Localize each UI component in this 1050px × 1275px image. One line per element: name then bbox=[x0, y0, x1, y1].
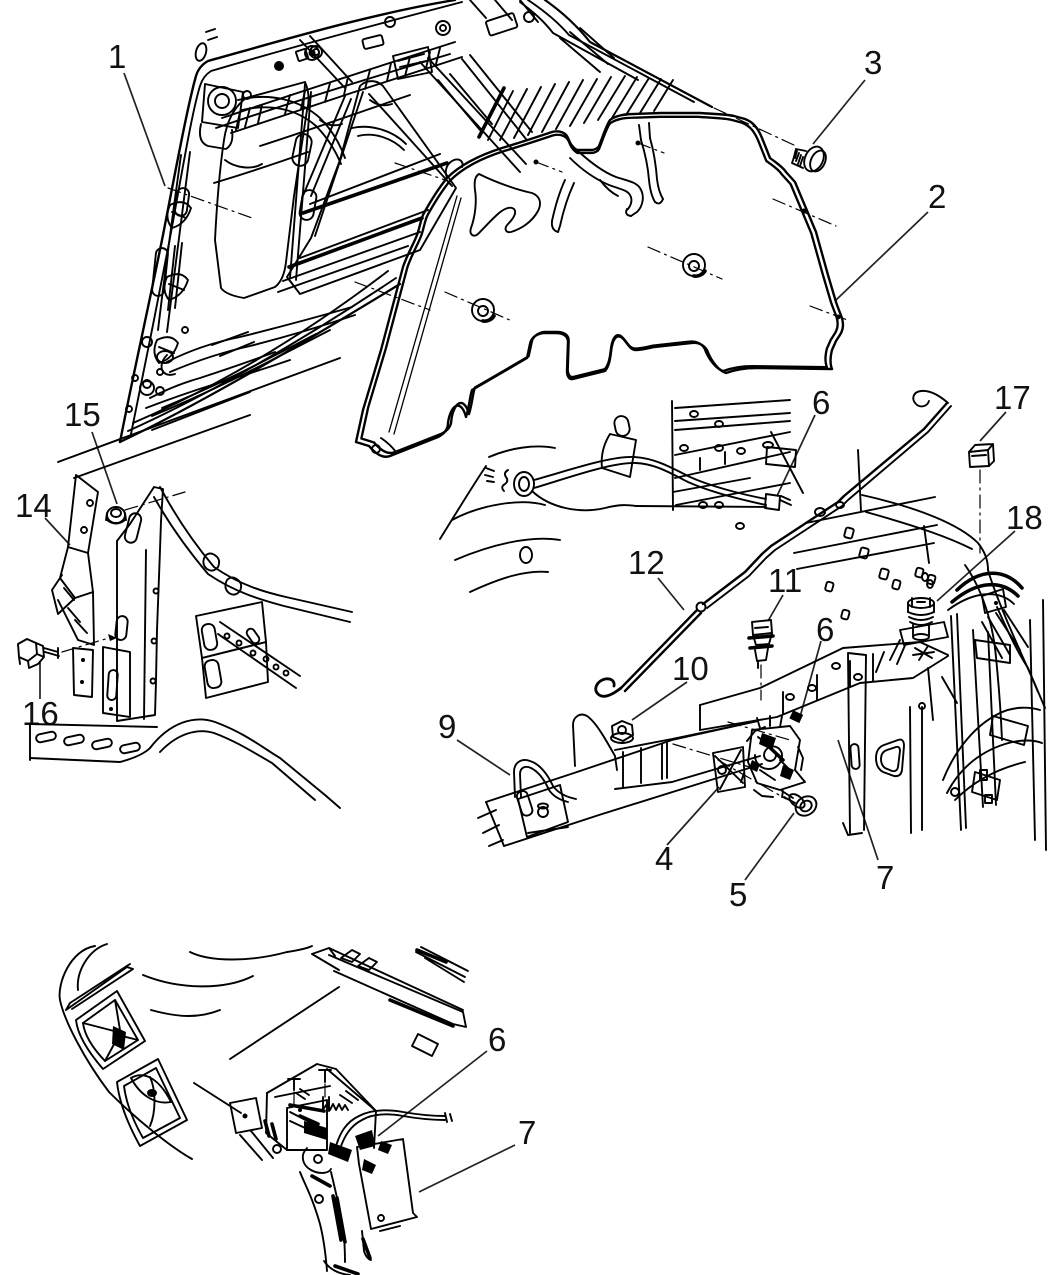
svg-text:12: 12 bbox=[628, 544, 665, 581]
svg-text:2: 2 bbox=[928, 178, 946, 215]
svg-text:7: 7 bbox=[876, 859, 894, 896]
svg-text:4: 4 bbox=[655, 840, 673, 877]
svg-text:6: 6 bbox=[488, 1021, 506, 1058]
svg-text:9: 9 bbox=[438, 708, 456, 745]
svg-text:6: 6 bbox=[816, 611, 834, 648]
svg-text:11: 11 bbox=[768, 562, 802, 599]
svg-text:15: 15 bbox=[64, 396, 101, 433]
svg-text:7: 7 bbox=[518, 1114, 536, 1151]
svg-text:1: 1 bbox=[108, 38, 126, 75]
svg-text:5: 5 bbox=[729, 876, 747, 913]
svg-text:3: 3 bbox=[864, 44, 882, 81]
svg-text:10: 10 bbox=[672, 650, 709, 687]
svg-text:18: 18 bbox=[1006, 499, 1043, 536]
svg-text:16: 16 bbox=[22, 695, 59, 732]
svg-text:6: 6 bbox=[812, 384, 830, 421]
svg-text:17: 17 bbox=[994, 379, 1031, 416]
